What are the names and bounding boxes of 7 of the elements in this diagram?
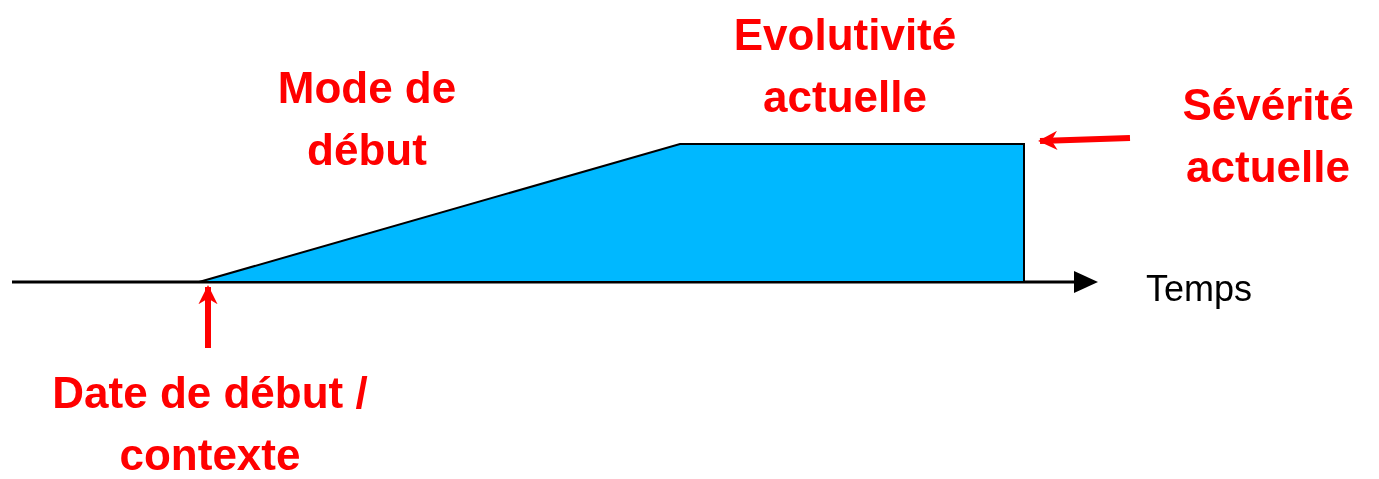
annotation-text: Sévérité actuelle bbox=[1150, 74, 1379, 198]
annotation-text: Evolutivité actuelle bbox=[732, 9, 958, 123]
axis-label: Temps bbox=[1146, 268, 1254, 310]
pointer-arrow bbox=[198, 285, 218, 348]
annotation-text: Date de début / contexte bbox=[20, 362, 400, 479]
annotation-text: Mode de début bbox=[276, 62, 458, 176]
pointer-arrow bbox=[1038, 130, 1131, 150]
